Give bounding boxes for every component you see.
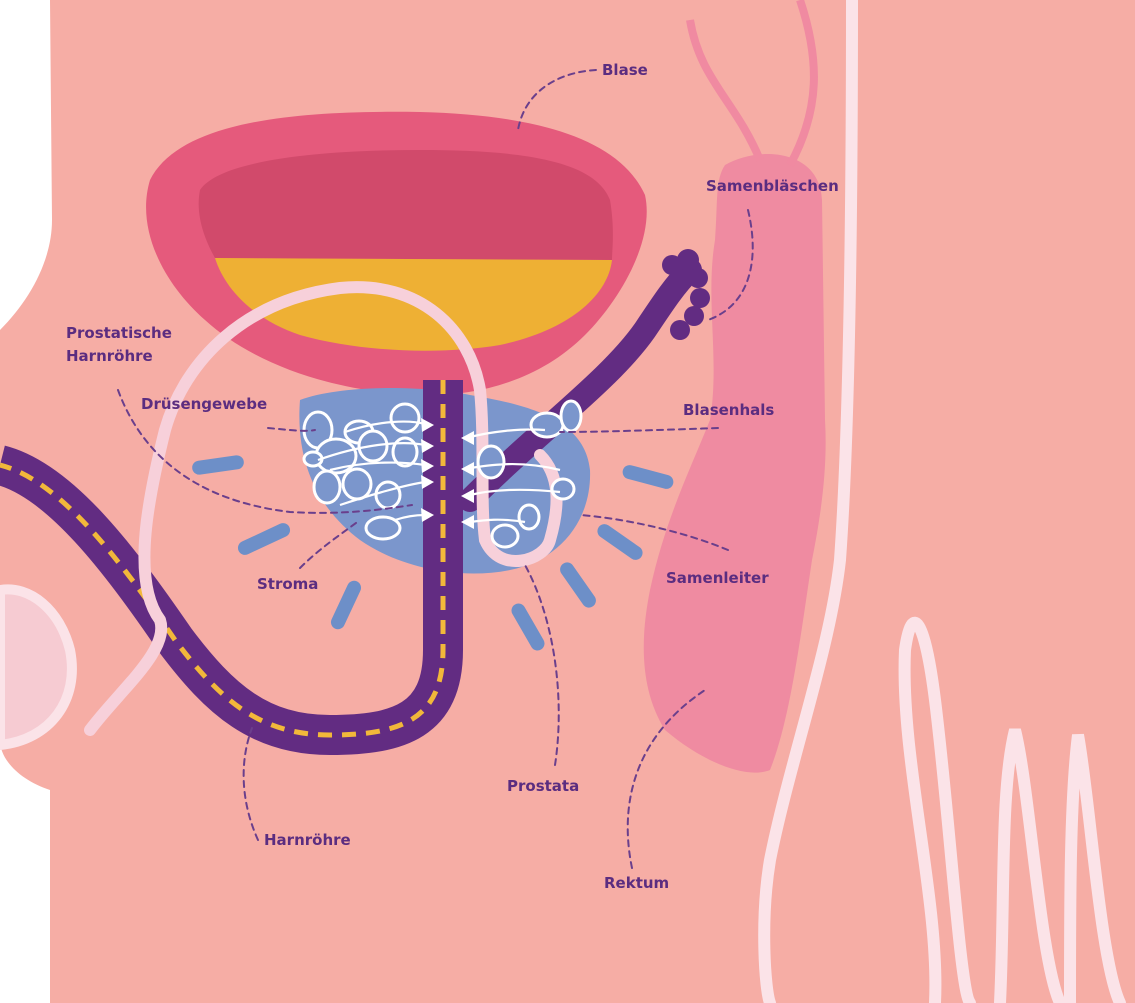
label-druesengewebe: Drüsengewebe [141, 395, 267, 413]
label-prostata: Prostata [507, 777, 579, 795]
bladder-inner [199, 150, 613, 260]
label-prostatische-harnroehre-line2: Harnröhre [66, 347, 153, 365]
label-stroma: Stroma [257, 575, 318, 593]
label-samenblaeschen: Samenbläschen [706, 177, 839, 195]
label-rektum: Rektum [604, 874, 669, 892]
label-blasenhals: Blasenhals [683, 401, 774, 419]
label-samenleiter: Samenleiter [666, 569, 769, 587]
label-blase: Blase [602, 61, 648, 79]
label-prostatische-harnroehre-line1: Prostatische [66, 324, 172, 342]
label-harnroehre: Harnröhre [264, 831, 351, 849]
